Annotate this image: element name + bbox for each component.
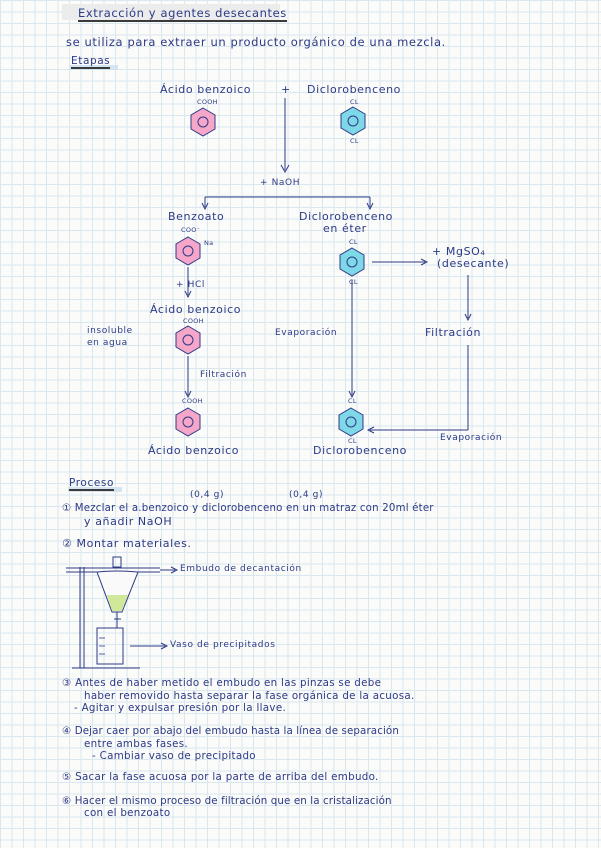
intro-text: se utiliza para extraer un producto orgá… [66,35,446,49]
pink-ring-acido-mid [175,325,201,355]
label-cooh-bottom: COOH [182,397,203,405]
label-cl-top-2: CL [350,137,359,145]
label-diclorobenceno-top: Diclorobenceno [307,83,402,96]
label-coo: COO⁻ [181,226,201,234]
flow-arrows [184,98,472,434]
step-3-line-3: - Agitar y expulsar presión por la llave… [74,702,287,714]
mass-label-2: (0,4 g) [289,490,324,500]
step-3-line-2: haber removido hasta separar la fase org… [84,690,415,702]
label-cl-eter-2: CL [349,278,358,286]
step-1-line-1: ① Mezclar el a.benzoico y diclorobenceno… [62,503,434,514]
label-insoluble: insoluble [87,326,133,336]
label-acido-benzoico-bottom: Ácido benzoico [148,444,240,457]
label-na: Na [204,239,214,247]
label-en-agua: en agua [87,338,128,348]
label-evaporacion-right: Evaporación [440,433,503,443]
pink-ring-top [190,107,216,137]
label-filtracion-right: Filtración [425,326,482,339]
label-diclorobenceno-eter-1: Diclorobenceno [299,210,394,223]
label-cl-top-1: CL [350,98,359,106]
title-highlight [62,4,280,20]
label-diclorobenceno-eter-2: en éter [323,222,367,235]
label-cl-bottom-1: CL [348,397,357,405]
step-5: ⑤ Sacar la fase acuosa por la parte de a… [62,771,379,783]
cyan-ring-bottom [338,407,364,437]
step-2: ② Montar materiales. [62,537,192,550]
label-cooh-mid: COOH [183,317,204,325]
label-mgso4: + MgSO₄ [432,245,486,258]
step-3-line-1: ③ Antes de haber metido el embudo en las… [62,677,382,689]
label-cl-bottom-2: CL [348,437,357,445]
label-vaso: Vaso de precipitados [170,640,276,650]
step-4-line-3: - Cambiar vaso de precipitado [92,750,256,762]
cyan-ring-top [340,106,366,136]
mass-label-1: (0,4 g) [190,490,225,500]
label-diclorobenceno-bottom: Diclorobenceno [313,444,408,457]
step-6-line-2: con el benzoato [84,807,171,819]
label-plus: + [281,83,291,96]
label-embudo: Embudo de decantación [180,564,302,574]
lab-apparatus [66,556,179,669]
step-6-line-1: ⑥ Hacer el mismo proceso de filtración q… [62,795,392,807]
pink-ring-bottom [175,407,201,437]
proceso-heading: Proceso [69,477,114,491]
label-naoh: + NaOH [260,178,301,188]
page-title: Extracción y agentes desecantes [78,6,287,22]
label-cl-eter-1: CL [349,238,358,246]
step-4-line-2: entre ambas fases. [84,738,189,750]
label-acido-benzoico-top: Ácido benzoico [160,83,252,96]
etapas-heading: Etapas [71,55,111,69]
label-desecante: (desecante) [437,257,510,270]
label-acido-benzoico-mid: Ácido benzoico [150,303,242,316]
label-evaporacion-left: Evaporación [275,328,338,338]
label-filtracion-left: Filtración [200,370,247,380]
pink-ring-benzoato [175,236,201,266]
label-cooh-top: COOH [197,98,218,106]
cyan-ring-eter [339,247,365,277]
step-4-line-1: ④ Dejar caer por abajo del embudo hasta … [62,725,399,737]
label-benzoato: Benzoato [168,210,225,223]
label-hcl: + HCl [176,280,205,290]
step-1-line-2: y añadir NaOH [84,515,173,528]
